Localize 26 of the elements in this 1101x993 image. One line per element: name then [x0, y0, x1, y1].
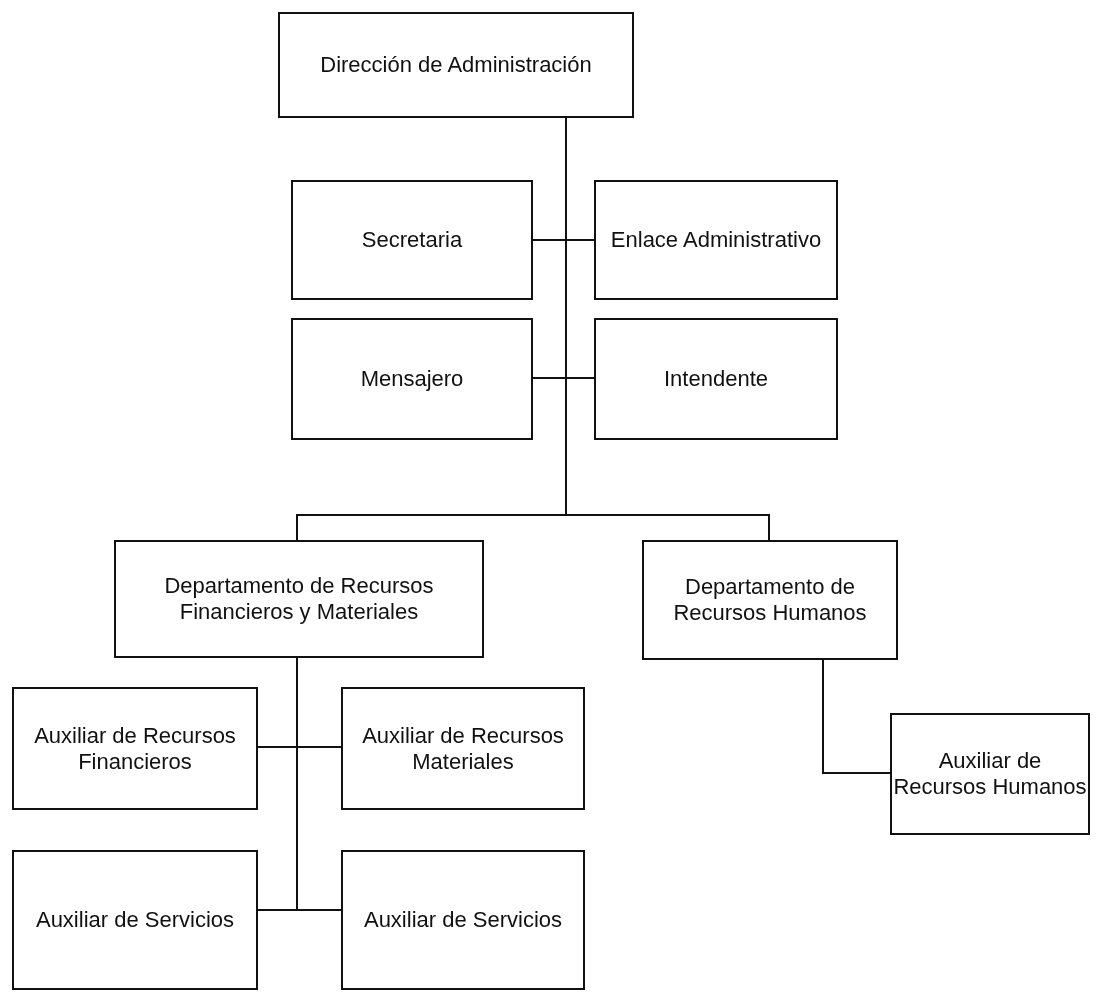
org-box [890, 713, 1090, 835]
org-box [341, 687, 585, 810]
role-title: Auxiliar de Recursos Materiales [361, 722, 565, 775]
role-title: Intendente [664, 366, 768, 392]
connector-line [822, 659, 891, 774]
role-title: Auxiliar de Servicios [363, 907, 563, 933]
org-box [291, 180, 533, 300]
org-box [291, 318, 533, 440]
role-title: Auxiliar de Recursos Humanos [892, 748, 1088, 800]
org-box [12, 687, 258, 810]
role-title: Auxiliar de Servicios [35, 907, 235, 933]
org-box [594, 318, 838, 440]
role-title: Auxiliar de Recursos Financieros [33, 722, 237, 775]
role-title: Enlace Administrativo [610, 227, 822, 253]
role-title: Dirección de Administración [320, 52, 592, 78]
org-box [12, 850, 258, 990]
org-box [278, 12, 634, 118]
role-title: Departamento de Recursos Financieros y Materiales [163, 573, 435, 625]
role-title: Mensajero [360, 366, 464, 392]
role-title: Secretaria [361, 227, 463, 253]
org-box [341, 850, 585, 990]
org-box [642, 540, 898, 660]
connector-line [296, 657, 342, 911]
role-title: Departamento de Recursos Humanos [672, 574, 868, 626]
org-box [114, 540, 484, 658]
org-box [594, 180, 838, 300]
